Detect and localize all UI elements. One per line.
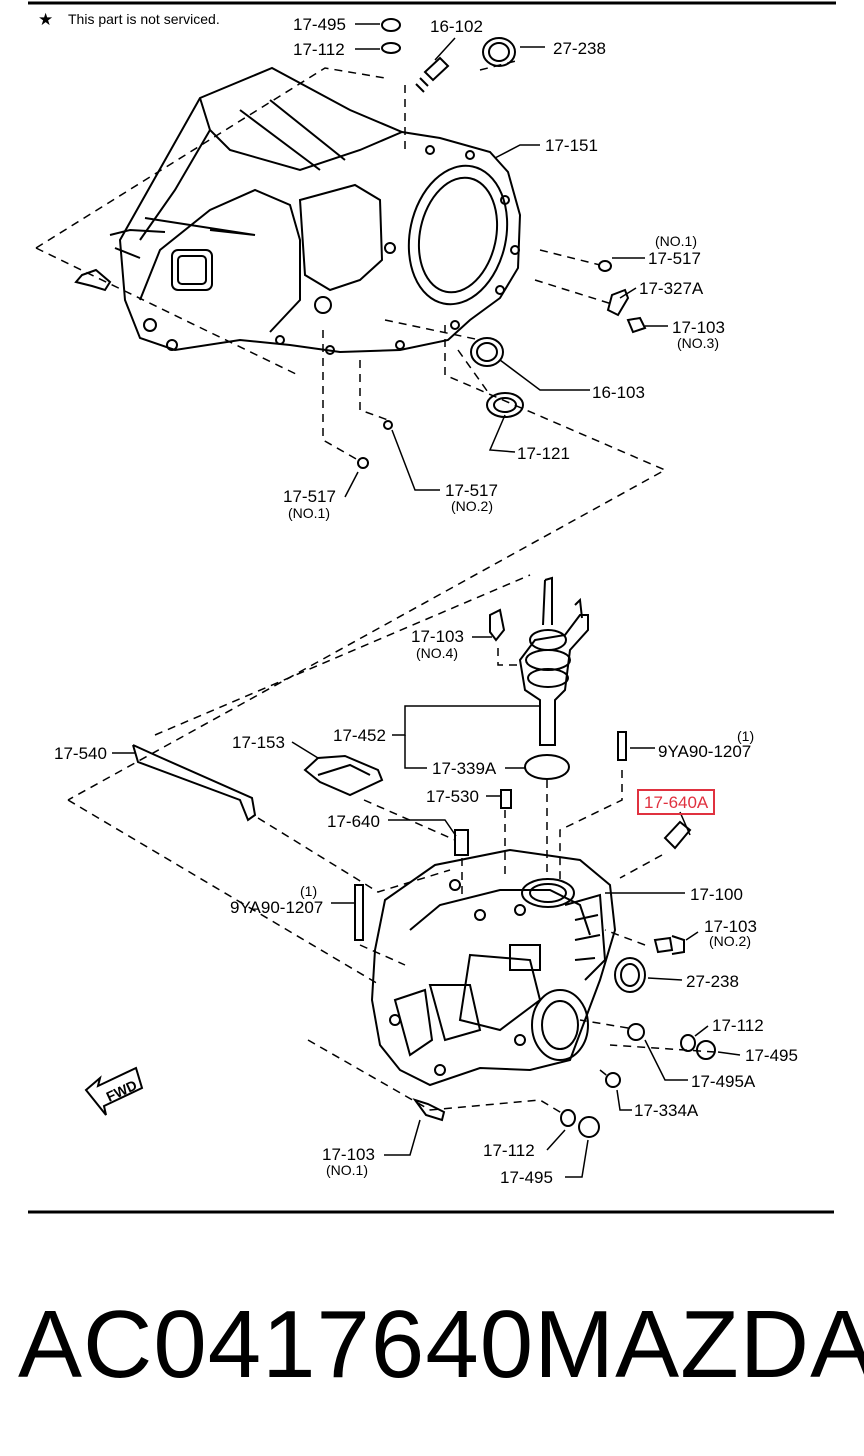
label-17-327a: 17-327A xyxy=(639,279,704,298)
star-icon: ★ xyxy=(38,10,53,29)
not-serviced-note: This part is not serviced. xyxy=(68,11,220,27)
label-17-103-no4: 17-103 xyxy=(411,627,464,646)
label-17-517-no1: 17-517 xyxy=(283,487,336,506)
assembly-guide-lines xyxy=(35,59,716,1116)
label-17-334a: 17-334A xyxy=(634,1101,699,1120)
transaxle-case-drawing xyxy=(74,18,716,1138)
label-17-112-top: 17-112 xyxy=(293,40,345,59)
caption-bar: AC0417640 MAZDA xyxy=(0,1290,864,1400)
callout-labels: 17-495 17-112 16-102 27-238 17-151 (NO.1… xyxy=(54,15,798,1187)
label-17-112-right: 17-112 xyxy=(712,1016,764,1035)
label-17-103-no3: 17-103 xyxy=(672,318,725,337)
label-17-640a: 17-640A xyxy=(644,793,709,812)
label-17-339a: 17-339A xyxy=(432,759,497,778)
highlight-box xyxy=(637,789,715,815)
label-17-121: 17-121 xyxy=(517,444,570,463)
label-17-517-no2: 17-517 xyxy=(445,481,498,500)
label-qty1-right: (1) xyxy=(737,728,754,744)
label-no2-right: (NO.2) xyxy=(709,933,751,949)
label-17-640: 17-640 xyxy=(327,812,380,831)
label-17-495-right: 17-495 xyxy=(745,1046,798,1065)
label-17-112-bottom: 17-112 xyxy=(483,1141,535,1160)
label-17-517-right: 17-517 xyxy=(648,249,701,268)
label-16-103: 16-103 xyxy=(592,383,645,402)
label-17-540: 17-540 xyxy=(54,744,107,763)
label-no1-left: (NO.1) xyxy=(288,505,330,521)
leader-lines xyxy=(112,23,741,1178)
label-no1-bottom: (NO.1) xyxy=(326,1162,368,1178)
label-no1-right: (NO.1) xyxy=(655,233,697,249)
label-no2: (NO.2) xyxy=(451,498,493,514)
label-no4: (NO.4) xyxy=(416,645,458,661)
label-17-153: 17-153 xyxy=(232,733,285,752)
label-17-100: 17-100 xyxy=(690,885,743,904)
label-17-495-bottom: 17-495 xyxy=(500,1168,553,1187)
label-9ya90-right: 9YA90-1207 xyxy=(658,742,751,761)
label-17-103-no2: 17-103 xyxy=(704,917,757,936)
label-qty1-left: (1) xyxy=(300,883,317,899)
part-number: AC0417640 xyxy=(18,1291,535,1398)
label-16-102: 16-102 xyxy=(430,17,483,36)
label-17-151: 17-151 xyxy=(545,136,598,155)
brand-name: MAZDA xyxy=(534,1291,864,1398)
label-17-452: 17-452 xyxy=(333,726,386,745)
label-27-238-bottom: 27-238 xyxy=(686,972,739,991)
label-17-495a: 17-495A xyxy=(691,1072,756,1091)
label-9ya90-left: 9YA90-1207 xyxy=(230,898,323,917)
label-17-495-top: 17-495 xyxy=(293,15,346,34)
label-17-530: 17-530 xyxy=(426,787,479,806)
label-no3: (NO.3) xyxy=(677,335,719,351)
label-17-103-no1: 17-103 xyxy=(322,1145,375,1164)
label-27-238-top: 27-238 xyxy=(553,39,606,58)
